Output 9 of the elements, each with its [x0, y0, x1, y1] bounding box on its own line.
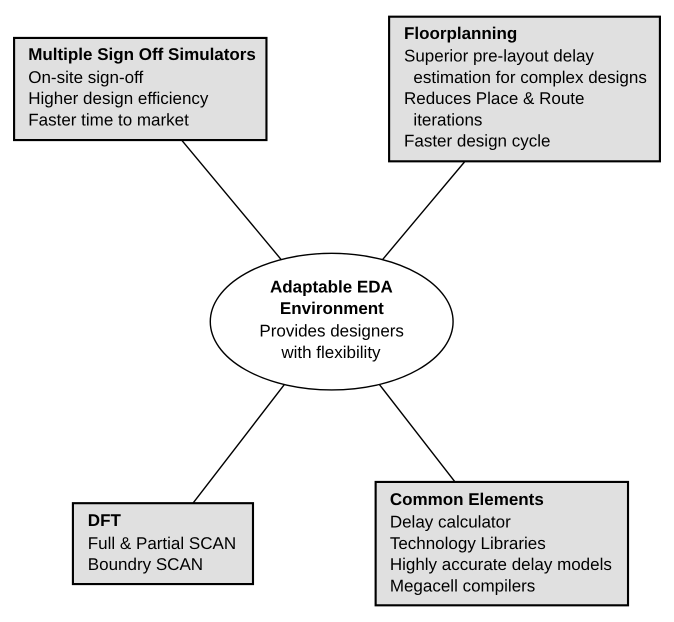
- node-box: Common Elements Delay calculator Technology Libraries Highly accurate delay models Megacell compilers: [374, 480, 630, 606]
- node-box: DFT Full & Partial SCAN Boundry SCAN: [72, 502, 254, 586]
- connector: [382, 161, 466, 260]
- connector: [181, 140, 282, 260]
- node-ellipse: Adaptable EDA Environment Provides designers with flexibility: [210, 252, 454, 391]
- node-box: Multiple Sign Off Simulators On-site sign-off Higher design efficiency Faster time to market: [13, 36, 268, 142]
- connector: [378, 384, 456, 482]
- node-box: Floorplanning Superior pre-layout delay estimation for complex designs Reduces Place & Route iterations Faster design cycle: [388, 16, 661, 162]
- connector: [192, 384, 285, 504]
